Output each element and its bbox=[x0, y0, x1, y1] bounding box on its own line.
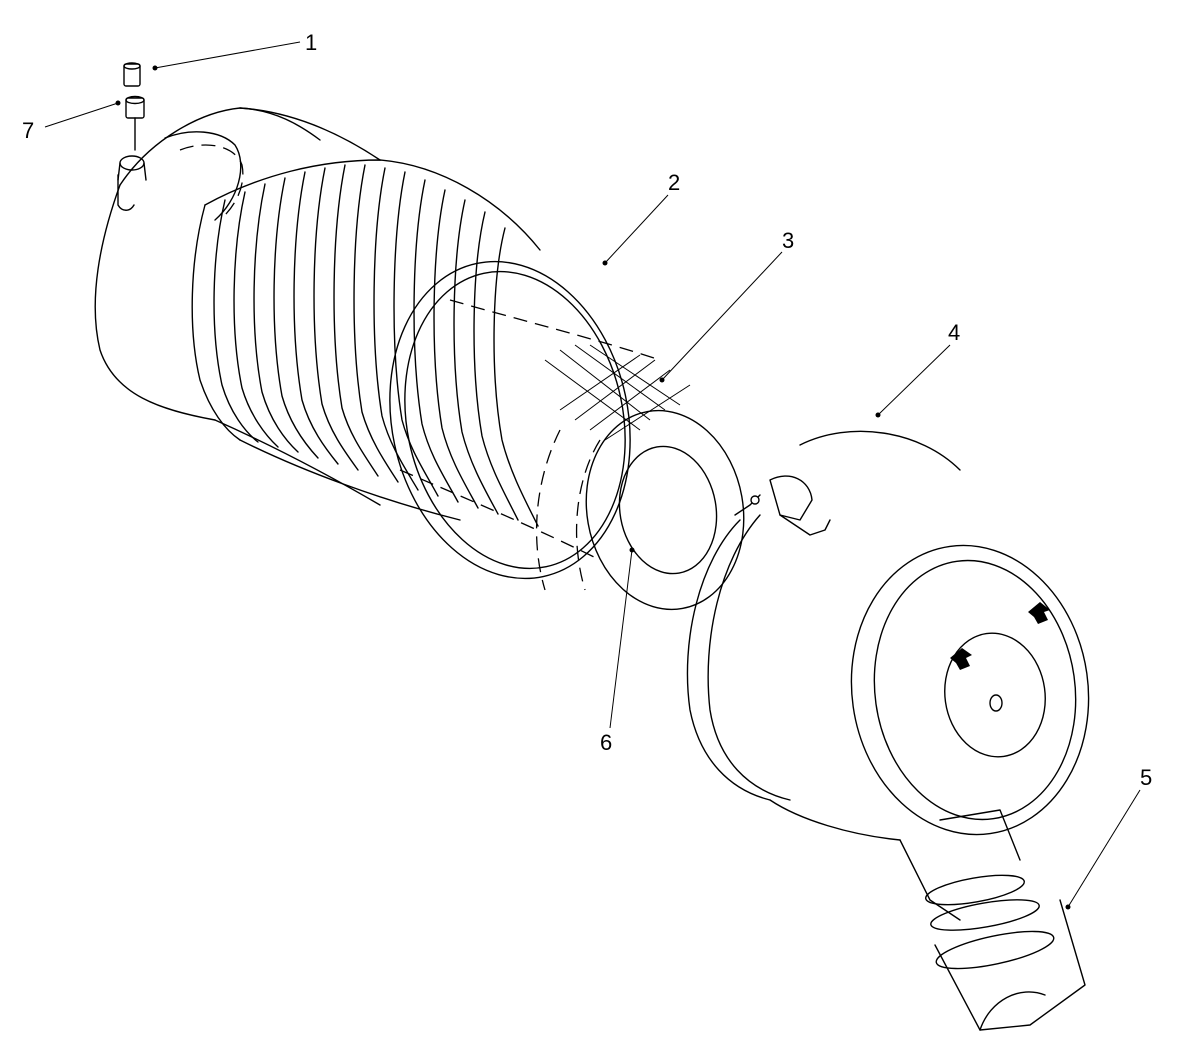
callout-7: 7 bbox=[22, 118, 34, 143]
callout-4: 4 bbox=[948, 320, 960, 345]
callout-3: 3 bbox=[782, 228, 794, 253]
callout-2: 2 bbox=[668, 170, 680, 195]
dust-cup bbox=[686, 430, 1090, 841]
housing-body bbox=[94, 107, 381, 506]
filter-element bbox=[399, 299, 745, 611]
outlet-elbow bbox=[899, 809, 1086, 1031]
callout-6: 6 bbox=[600, 730, 612, 755]
plug-nut bbox=[125, 95, 145, 151]
gasket-ring bbox=[389, 260, 631, 580]
callout-5: 5 bbox=[1140, 765, 1152, 790]
cap-screw bbox=[123, 62, 141, 87]
leader-lines bbox=[44, 41, 1141, 910]
callout-1: 1 bbox=[305, 30, 317, 55]
ribbed-section bbox=[191, 159, 541, 527]
